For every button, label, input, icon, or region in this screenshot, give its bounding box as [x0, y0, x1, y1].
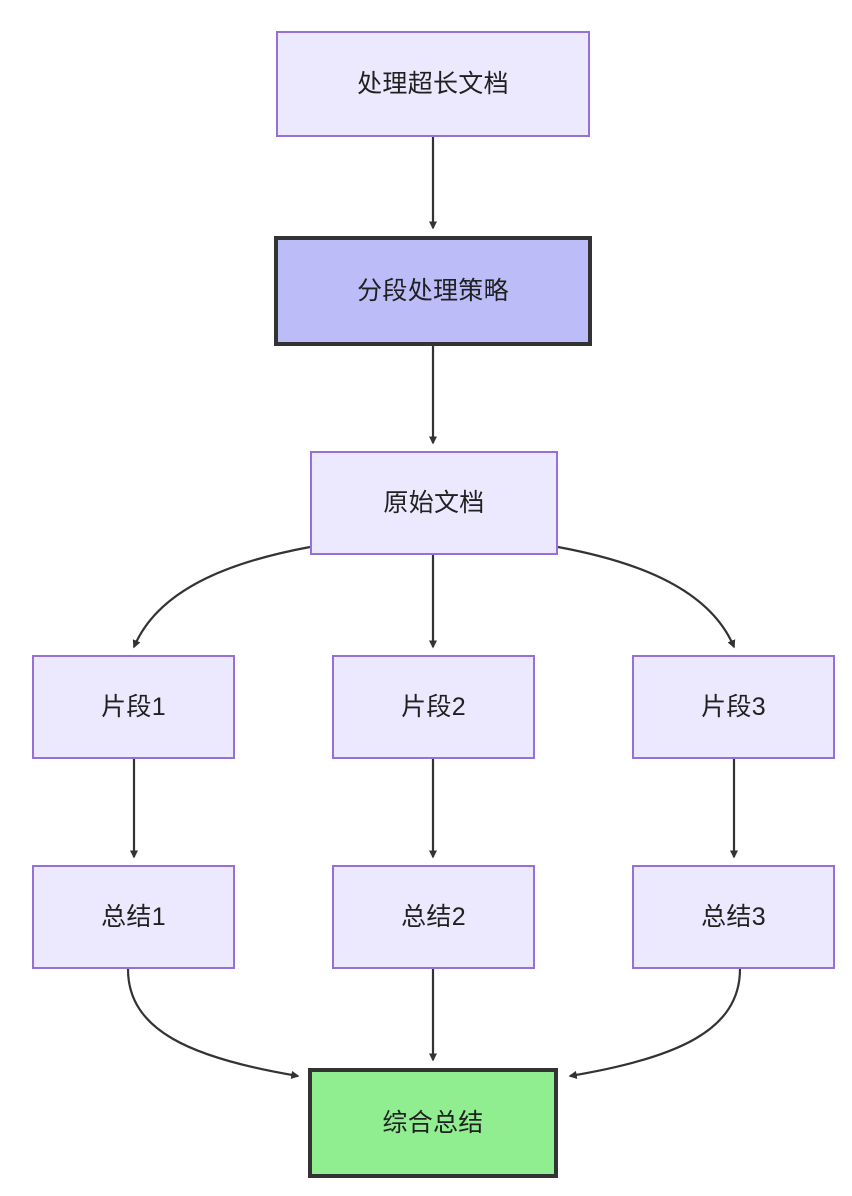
edge-n9-to-n10 [568, 968, 742, 1079]
node-n2[interactable]: 分段处理策略 [274, 236, 592, 346]
node-n5[interactable]: 片段2 [332, 655, 535, 759]
node-n3[interactable]: 原始文档 [310, 451, 558, 555]
node-n10[interactable]: 综合总结 [308, 1068, 558, 1178]
node-n1[interactable]: 处理超长文档 [276, 31, 590, 137]
node-label: 处理超长文档 [357, 70, 509, 98]
edge-n7-to-n10 [126, 968, 300, 1079]
node-label: 总结1 [101, 903, 166, 931]
node-label: 原始文档 [383, 489, 485, 517]
node-n8[interactable]: 总结2 [332, 865, 535, 969]
edge-n3-to-n4 [132, 545, 311, 649]
node-n9[interactable]: 总结3 [632, 865, 835, 969]
node-label: 片段3 [701, 693, 766, 721]
node-label: 片段2 [401, 693, 466, 721]
node-n6[interactable]: 片段3 [632, 655, 835, 759]
edge-n3-to-n6 [557, 545, 736, 649]
node-label: 片段1 [101, 693, 166, 721]
node-n4[interactable]: 片段1 [32, 655, 235, 759]
node-label: 分段处理策略 [357, 277, 509, 305]
node-label: 综合总结 [382, 1109, 484, 1137]
node-label: 总结2 [401, 903, 466, 931]
node-label: 总结3 [701, 903, 766, 931]
node-n7[interactable]: 总结1 [32, 865, 235, 969]
